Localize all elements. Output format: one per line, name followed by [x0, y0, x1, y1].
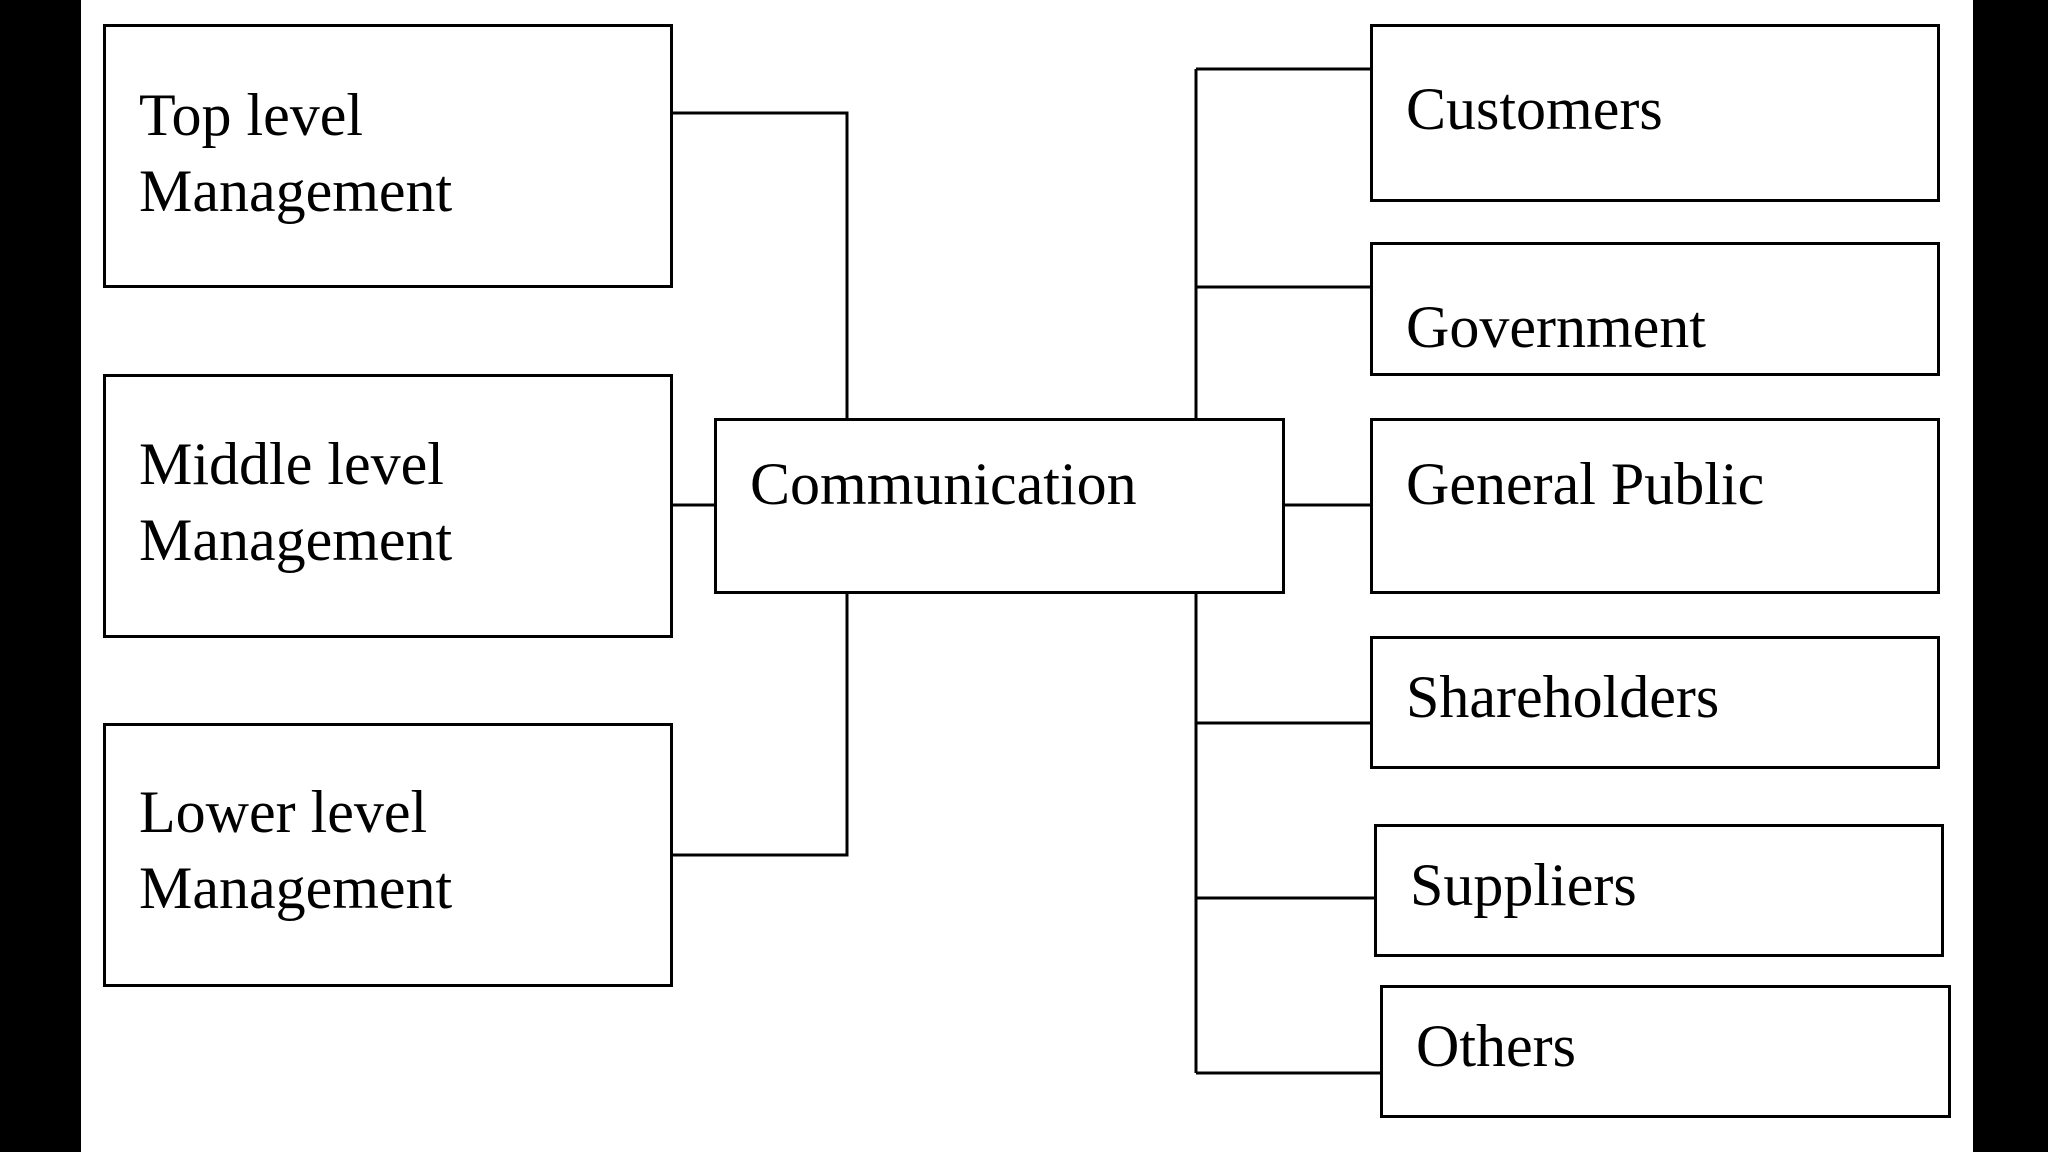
connector-lower-level	[672, 593, 849, 857]
node-label: Communication	[750, 451, 1137, 517]
node-label: Suppliers	[1410, 852, 1637, 918]
node-suppliers: Suppliers	[1374, 824, 1944, 957]
node-government: Government	[1370, 242, 1940, 376]
node-label-line1: Top level	[139, 82, 364, 148]
node-label: General Public	[1406, 451, 1765, 517]
node-label-line2: Management	[139, 507, 453, 573]
node-label: Shareholders	[1406, 664, 1720, 730]
node-label: Customers	[1406, 76, 1663, 142]
node-communication: Communication	[714, 418, 1285, 594]
node-others: Others	[1380, 985, 1951, 1118]
node-top-level-management: Top level Management	[103, 24, 673, 288]
node-label-line2: Management	[139, 855, 453, 921]
node-middle-level-management: Middle level Management	[103, 374, 673, 638]
node-label: Others	[1416, 1013, 1576, 1079]
node-general-public: General Public	[1370, 418, 1940, 594]
node-lower-level-management: Lower level Management	[103, 723, 673, 987]
connector-top-level	[672, 111, 849, 420]
node-label-line1: Lower level	[139, 779, 428, 845]
node-label-line1: Middle level	[139, 431, 444, 497]
node-label: Government	[1406, 294, 1706, 360]
node-label-line2: Management	[139, 158, 453, 224]
node-customers: Customers	[1370, 24, 1940, 202]
node-shareholders: Shareholders	[1370, 636, 1940, 769]
